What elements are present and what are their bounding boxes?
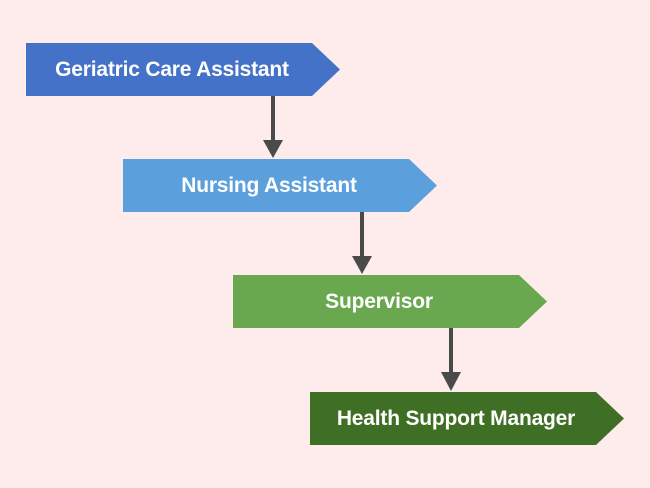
step-label: Geriatric Care Assistant	[55, 57, 289, 81]
step-health-support-manager: Health Support Manager	[310, 392, 624, 445]
arrowhead-3-4	[441, 372, 461, 391]
step-label: Supervisor	[325, 289, 433, 313]
step-supervisor: Supervisor	[233, 275, 547, 328]
step-geriatric-care-assistant: Geriatric Care Assistant	[26, 43, 340, 96]
step-label: Health Support Manager	[336, 406, 576, 430]
step-label: Nursing Assistant	[181, 173, 357, 197]
arrowhead-2-3	[352, 256, 372, 274]
step-nursing-assistant: Nursing Assistant	[123, 159, 437, 212]
arrowhead-1-2	[263, 140, 283, 158]
